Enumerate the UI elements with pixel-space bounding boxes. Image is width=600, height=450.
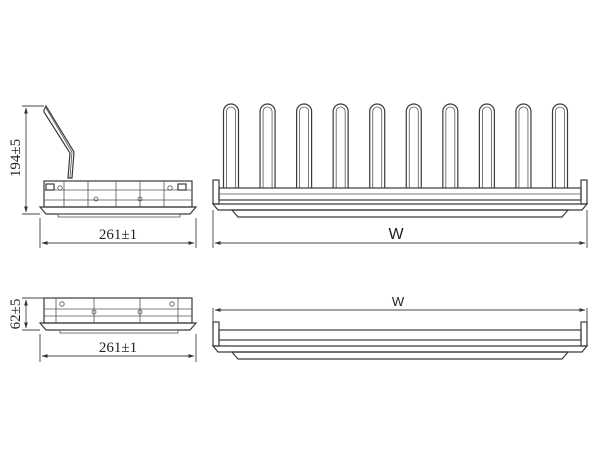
wire-loop	[515, 103, 532, 188]
wire-loop	[478, 103, 495, 188]
wire-loop-inner	[262, 106, 273, 188]
wire-loop	[296, 103, 313, 188]
height-dimension-bottom: 62±5	[8, 297, 44, 331]
width-dimension-bottom-right: W	[212, 294, 588, 322]
wire-loop	[442, 103, 459, 188]
front-view-tray	[211, 321, 589, 360]
width-label-w-bottom: W	[392, 294, 405, 309]
wire-loop-inner	[408, 106, 419, 188]
wire-loop-inner	[335, 106, 346, 188]
wire-loop	[332, 103, 349, 188]
wire-loop-inner	[518, 106, 529, 188]
width-dimension-bottom-left: 261±1	[39, 334, 197, 362]
width-label-w-top: W	[388, 226, 404, 243]
height-dimension-top: 194±5	[8, 105, 44, 215]
width-label-261-top: 261±1	[99, 227, 137, 243]
height-label-194: 194±5	[8, 139, 24, 177]
width-label-261-bottom: 261±1	[99, 340, 137, 356]
wire-loop	[222, 103, 240, 188]
height-label-62: 62±5	[8, 299, 24, 330]
wire-loop-inner	[372, 106, 383, 188]
width-dimension-top-left: 261±1	[39, 218, 197, 248]
wire-loop-inner	[481, 106, 492, 188]
wire-loop	[369, 103, 386, 188]
wire-loop	[405, 103, 422, 188]
wire-loop-inner	[299, 106, 310, 188]
wire-loop	[259, 103, 276, 188]
wire-loop-inner	[226, 106, 236, 188]
front-view-dish-rack	[211, 103, 589, 218]
rack-wire-loops	[222, 103, 569, 188]
wire-loop	[551, 103, 569, 188]
side-view-tray	[38, 297, 198, 334]
wire-loop-inner	[555, 106, 565, 188]
wire-loop-inner	[445, 106, 456, 188]
width-dimension-top-right: W	[212, 210, 588, 248]
side-view-dish-rack	[38, 104, 198, 218]
